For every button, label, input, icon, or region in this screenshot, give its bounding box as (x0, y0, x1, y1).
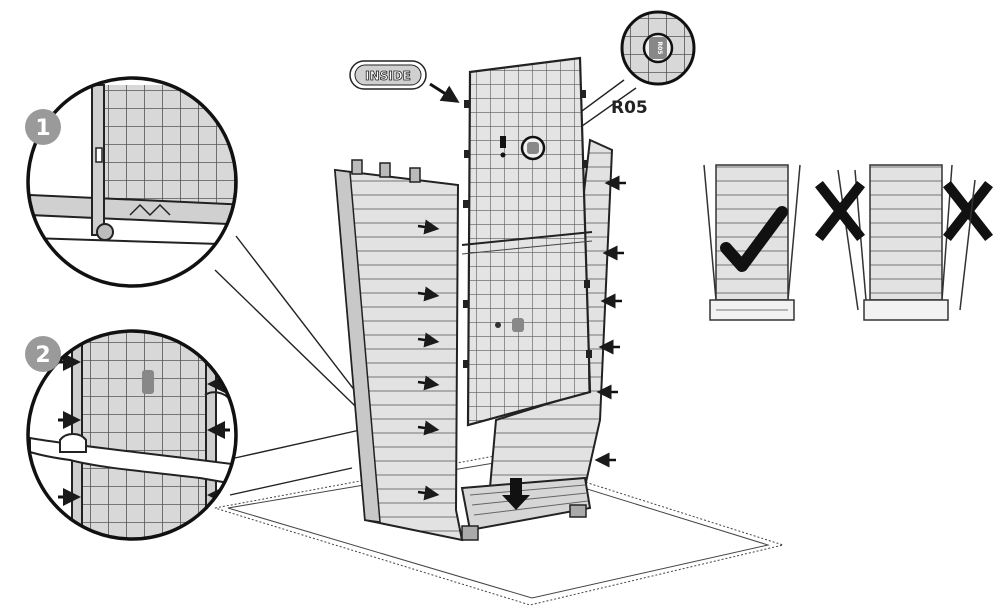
shed-assembly (333, 56, 614, 542)
inside-label: INSIDE (349, 60, 427, 90)
badge-part-code: R05 (656, 42, 663, 55)
back-panel (466, 56, 592, 427)
inside-text: INSIDE (365, 69, 411, 83)
down-arrow-icon (502, 478, 530, 510)
wrong-x-icon-2 (942, 180, 994, 242)
detail-circle-2 (26, 329, 238, 541)
detail-circle-1 (26, 76, 238, 288)
part-code-label: R05 (611, 98, 648, 118)
correct-orientation-diagram (703, 164, 801, 321)
left-wall-arrows (417, 219, 440, 501)
right-wall-arrows (594, 175, 626, 468)
floor-panel (460, 476, 592, 532)
step-1-badge: 1 (25, 109, 61, 145)
part-zoom-callout: R05 (620, 10, 696, 86)
checkmark-icon (720, 206, 788, 272)
svg-text:1: 1 (35, 116, 50, 141)
inside-arrow-icon (429, 82, 460, 103)
step-2-badge: 2 (25, 336, 61, 372)
svg-text:2: 2 (35, 343, 50, 368)
wrong-x-icon-1 (814, 180, 866, 242)
